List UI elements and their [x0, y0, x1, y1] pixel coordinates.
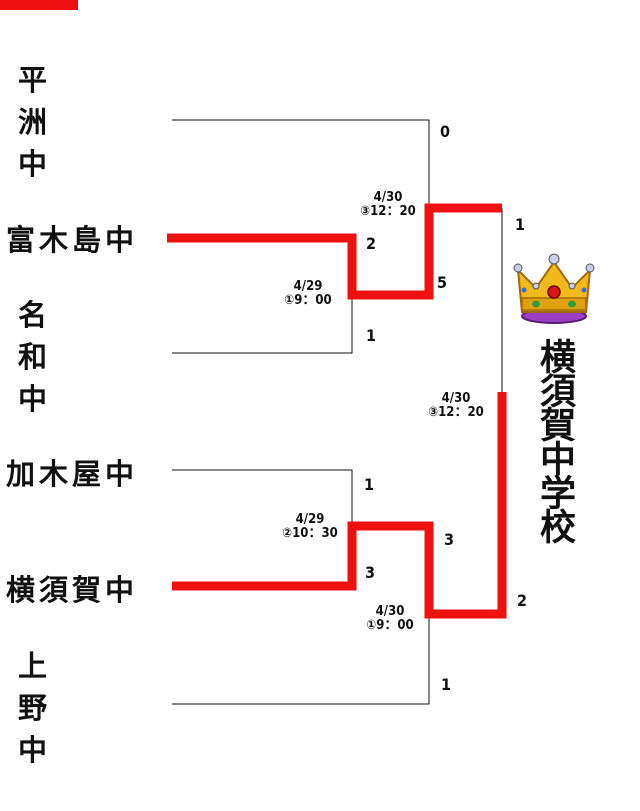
schedule-slot: ③12：20 [360, 204, 416, 219]
schedule-slot: ③12：20 [428, 405, 484, 420]
score-nawa: 1 [366, 326, 377, 345]
schedule-date: 4/30 [373, 190, 403, 205]
schedule-date: 4/29 [293, 279, 323, 294]
score-tomikijima-r1: 2 [366, 234, 377, 253]
schedule-date: 4/29 [295, 512, 325, 527]
team-ueno: 上 野 中 [18, 649, 78, 767]
line-nawa [172, 295, 353, 354]
schedule-match-1: 4/29 ①9：00 [268, 280, 348, 308]
line-ueno [172, 614, 430, 705]
champion-name: 横須賀中学校 [534, 338, 575, 542]
team-kagiya: 加木屋中 [6, 457, 139, 491]
line-hirasu [172, 119, 430, 208]
team-yokosuka: 横須賀中 [6, 573, 139, 607]
winner-line-yokosuka [172, 392, 507, 619]
crown-icon [513, 253, 595, 324]
schedule-date: 4/30 [441, 391, 471, 406]
schedule-match-3: 4/29 ②10：30 [270, 513, 350, 541]
score-tomikijima-final: 1 [515, 215, 526, 234]
score-ueno: 1 [441, 675, 452, 694]
schedule-date: 4/30 [375, 604, 405, 619]
team-tomikijima: 富木島中 [6, 223, 139, 257]
score-yokosuka-r1: 3 [365, 563, 376, 582]
schedule-slot: ②10：30 [282, 526, 338, 541]
winner-line-tomikijima [167, 203, 502, 300]
schedule-match-2: 4/30 ③12：20 [348, 191, 428, 219]
score-yokosuka-sf: 3 [444, 530, 455, 549]
schedule-match-5: 4/30 ③12：20 [416, 392, 496, 420]
score-kagiya: 1 [364, 475, 375, 494]
score-yokosuka-final: 2 [517, 591, 528, 610]
schedule-match-4: 4/30 ①9：00 [350, 605, 430, 633]
top-accent-bar [0, 0, 78, 10]
score-hirasu: 0 [440, 122, 451, 141]
schedule-slot: ①9：00 [284, 293, 332, 308]
team-nawa: 名 和 中 [18, 298, 78, 416]
score-tomikijima-sf: 5 [437, 273, 448, 292]
schedule-slot: ①9：00 [366, 618, 414, 633]
team-hirasu: 平 洲 中 [18, 63, 78, 181]
line-kagiya [172, 469, 353, 526]
